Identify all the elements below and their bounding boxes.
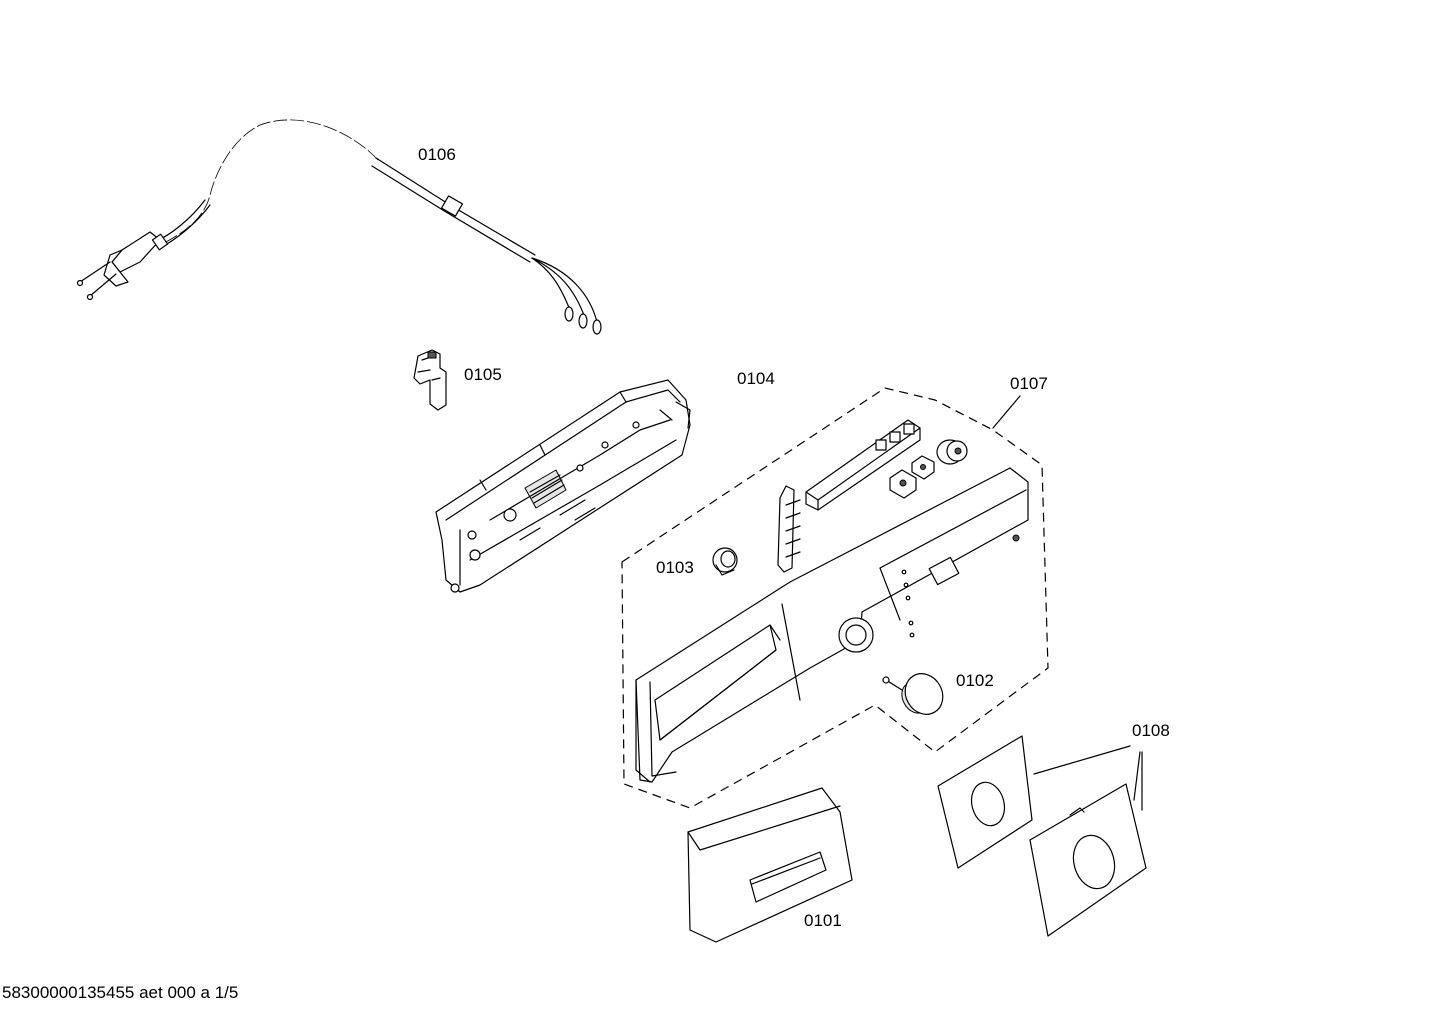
- indicator-dots: [901, 569, 915, 638]
- label-0102: 0102: [956, 671, 994, 690]
- leader-0108-b: [1133, 751, 1141, 801]
- switch-part: [413, 349, 447, 411]
- label-0106: 0106: [418, 145, 456, 164]
- assembly-group-outline: [621, 387, 1049, 809]
- control-panel-fascia-part: [635, 467, 1029, 783]
- label-0101: 0101: [804, 911, 842, 930]
- leader-0107: [992, 395, 1021, 429]
- cover-plate-part-1: [937, 735, 1033, 869]
- light-pipe-comb-part: [777, 485, 801, 573]
- label-0103: 0103: [656, 558, 694, 577]
- small-knob-part: [712, 547, 738, 576]
- cover-plate-part-2: [1029, 783, 1147, 937]
- leader-0108-a: [1033, 745, 1131, 775]
- light-guide-part: [805, 419, 921, 511]
- document-footer: 58300000135455 aet 000 a 1/5: [2, 983, 238, 1002]
- label-0105: 0105: [464, 365, 502, 384]
- power-cord-part: [76, 119, 602, 335]
- label-0104: 0104: [737, 369, 775, 388]
- button-part: [889, 455, 935, 499]
- program-knob-part: [882, 673, 944, 715]
- detergent-drawer-handle-part: [687, 787, 853, 943]
- label-0108: 0108: [1132, 721, 1170, 740]
- control-module-part: [435, 379, 691, 593]
- label-0107: 0107: [1010, 374, 1048, 393]
- knob-bushing-part: [936, 439, 968, 465]
